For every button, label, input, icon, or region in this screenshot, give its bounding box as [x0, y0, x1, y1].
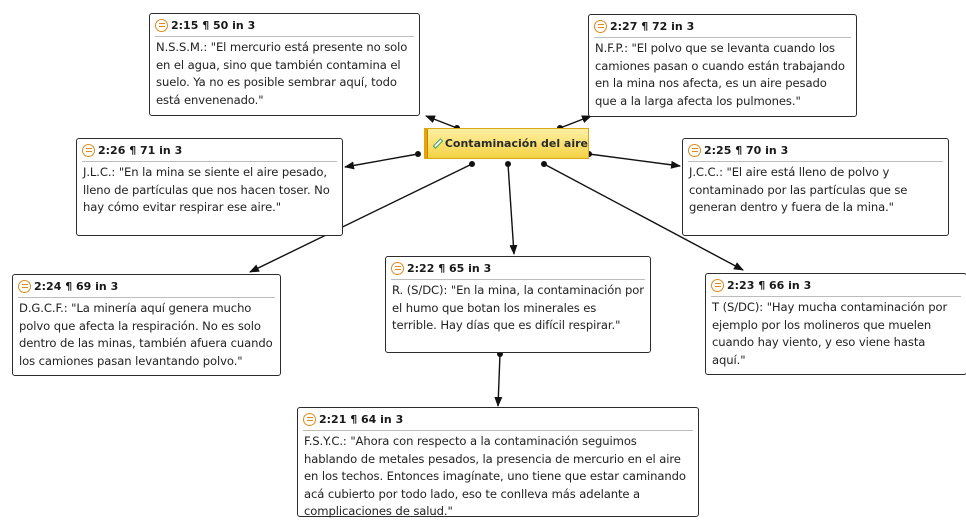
quotation-text: F.S.Y.C.: "Ahora con respecto a la conta… [304, 434, 686, 518]
quotation-icon [711, 278, 724, 292]
quotation-icon [82, 143, 95, 157]
quotation-id: 2:21 ¶ 64 in 3 [319, 412, 404, 426]
quotation-id: 2:27 ¶ 72 in 3 [610, 19, 695, 33]
quotation-id: 2:25 ¶ 70 in 3 [704, 143, 789, 157]
link-2-21 [494, 353, 503, 407]
quotation-id: 2:22 ¶ 65 in 3 [407, 261, 492, 275]
quotation-node-2-22[interactable]: 2:22 ¶ 65 in 3 R. (S/DC): "En la mina, l… [385, 256, 651, 353]
link-2-25 [588, 153, 681, 169]
quotation-id: 2:24 ¶ 69 in 3 [34, 279, 119, 293]
quotation-icon [391, 261, 404, 275]
quotation-node-2-25[interactable]: 2:25 ¶ 70 in 3 J.C.C.: "El aire está lle… [682, 138, 949, 236]
link-2-23 [543, 163, 744, 271]
link-2-26 [344, 153, 419, 170]
quotation-id: 2:26 ¶ 71 in 3 [98, 143, 183, 157]
quotation-icon [303, 412, 316, 426]
quotation-icon [18, 279, 31, 293]
quotation-icon [594, 19, 607, 33]
code-diamond-icon [432, 138, 444, 149]
quotation-text: R. (S/DC): "En la mina, la contaminación… [392, 283, 644, 332]
link-2-24 [249, 163, 473, 273]
quotation-icon [688, 143, 701, 157]
quotation-text: J.C.C.: "El aire está lleno de polvo y c… [689, 165, 908, 214]
code-node-contaminacion-del-aire[interactable]: Contaminación del aire [424, 128, 589, 159]
quotation-node-2-24[interactable]: 2:24 ¶ 69 in 3 D.G.C.F.: "La minería aqu… [12, 274, 281, 376]
quotation-text: N.F.P.: "El polvo que se levanta cuando … [595, 41, 845, 108]
quotation-node-2-26[interactable]: 2:26 ¶ 71 in 3 J.L.C.: "En la mina se si… [76, 138, 343, 236]
code-label: Contaminación del aire [444, 137, 588, 150]
quotation-node-2-21[interactable]: 2:21 ¶ 64 in 3 F.S.Y.C.: "Ahora con resp… [297, 407, 699, 518]
quotation-text: D.G.C.F.: "La minería aquí genera mucho … [19, 301, 273, 368]
quotation-icon [155, 18, 168, 32]
quotation-node-2-23[interactable]: 2:23 ¶ 66 in 3 T (S/DC): "Hay mucha cont… [705, 273, 966, 375]
quotation-text: T (S/DC): "Hay mucha contaminación por e… [712, 300, 948, 367]
quotation-text: N.S.S.M.: "El mercurio está presente no … [156, 40, 408, 107]
quotation-id: 2:15 ¶ 50 in 3 [171, 18, 256, 32]
link-2-15 [425, 115, 458, 129]
link-2-22 [507, 163, 518, 255]
quotation-text: J.L.C.: "En la mina se siente el aire pe… [83, 165, 330, 214]
quotation-id: 2:23 ¶ 66 in 3 [727, 278, 812, 292]
code-color-bar [425, 129, 428, 158]
quotation-node-2-15[interactable]: 2:15 ¶ 50 in 3 N.S.S.M.: "El mercurio es… [149, 13, 420, 116]
link-2-27 [559, 115, 592, 129]
quotation-node-2-27[interactable]: 2:27 ¶ 72 in 3 N.F.P.: "El polvo que se … [588, 14, 857, 117]
